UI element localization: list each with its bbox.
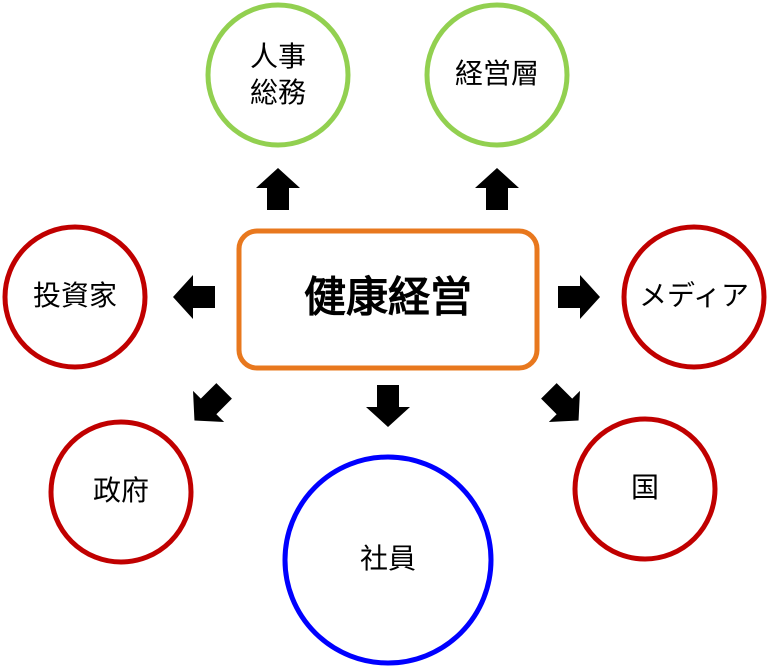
node-government: 政府 — [48, 419, 194, 565]
node-hr-label-1: 人事 — [250, 40, 306, 73]
node-management: 経営層 — [424, 2, 570, 148]
node-media: メディア — [621, 224, 767, 370]
node-investors-label: 投資家 — [33, 279, 117, 312]
center-label: 健康経営 — [304, 273, 472, 322]
node-investors: 投資家 — [2, 224, 148, 370]
node-media-label: メディア — [639, 279, 749, 312]
center-box: 健康経営 — [236, 228, 540, 371]
node-employees: 社員 — [282, 454, 494, 666]
arrow-down-icon — [366, 385, 410, 427]
node-management-label: 経営層 — [455, 57, 539, 90]
arrow-up-icon — [256, 168, 300, 210]
arrow-down-right-icon — [533, 375, 595, 437]
node-hr: 人事 総務 — [205, 2, 351, 148]
node-employees-label: 社員 — [360, 542, 416, 575]
arrow-up-icon — [475, 168, 519, 210]
node-nation: 国 — [572, 416, 718, 562]
node-hr-label-2: 総務 — [250, 76, 306, 109]
node-government-label: 政府 — [93, 474, 149, 507]
arrow-down-left-icon — [178, 375, 240, 437]
arrow-left-icon — [173, 275, 215, 319]
arrow-right-icon — [558, 275, 600, 319]
node-nation-label: 国 — [631, 471, 659, 504]
